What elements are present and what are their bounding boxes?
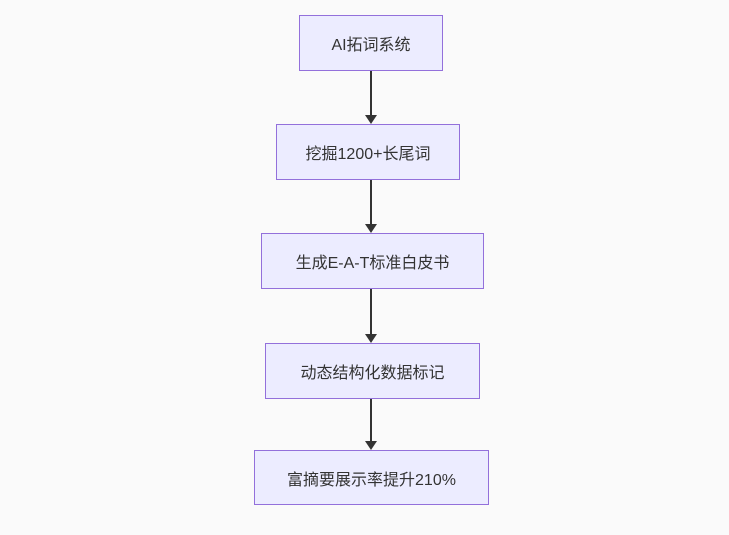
node-label: 富摘要展示率提升210% bbox=[287, 471, 456, 489]
node-label: 生成E-A-T标准白皮书 bbox=[295, 255, 450, 272]
flowchart-node-rich-snippet-result: 富摘要展示率提升210% bbox=[254, 450, 489, 505]
arrowhead-down-icon bbox=[365, 441, 377, 450]
arrowhead-down-icon bbox=[365, 224, 377, 233]
flowchart-node-longtail-mining: 挖掘1200+长尾词 bbox=[276, 124, 460, 180]
flowchart-node-ai-word-expansion: AI拓词系统 bbox=[299, 15, 443, 71]
node-label: 动态结构化数据标记 bbox=[300, 365, 445, 382]
edge-line-step1-step2 bbox=[370, 71, 372, 115]
arrowhead-down-icon bbox=[365, 334, 377, 343]
node-label: AI拓词系统 bbox=[331, 37, 411, 54]
node-label: 挖掘1200+长尾词 bbox=[305, 146, 431, 163]
flowchart-node-eat-whitepaper: 生成E-A-T标准白皮书 bbox=[261, 233, 484, 289]
arrowhead-down-icon bbox=[365, 115, 377, 124]
edge-line-step4-step5 bbox=[370, 399, 372, 441]
edge-line-step3-step4 bbox=[370, 289, 372, 334]
edge-line-step2-step3 bbox=[370, 180, 372, 224]
flowchart-node-structured-data-markup: 动态结构化数据标记 bbox=[265, 343, 480, 399]
